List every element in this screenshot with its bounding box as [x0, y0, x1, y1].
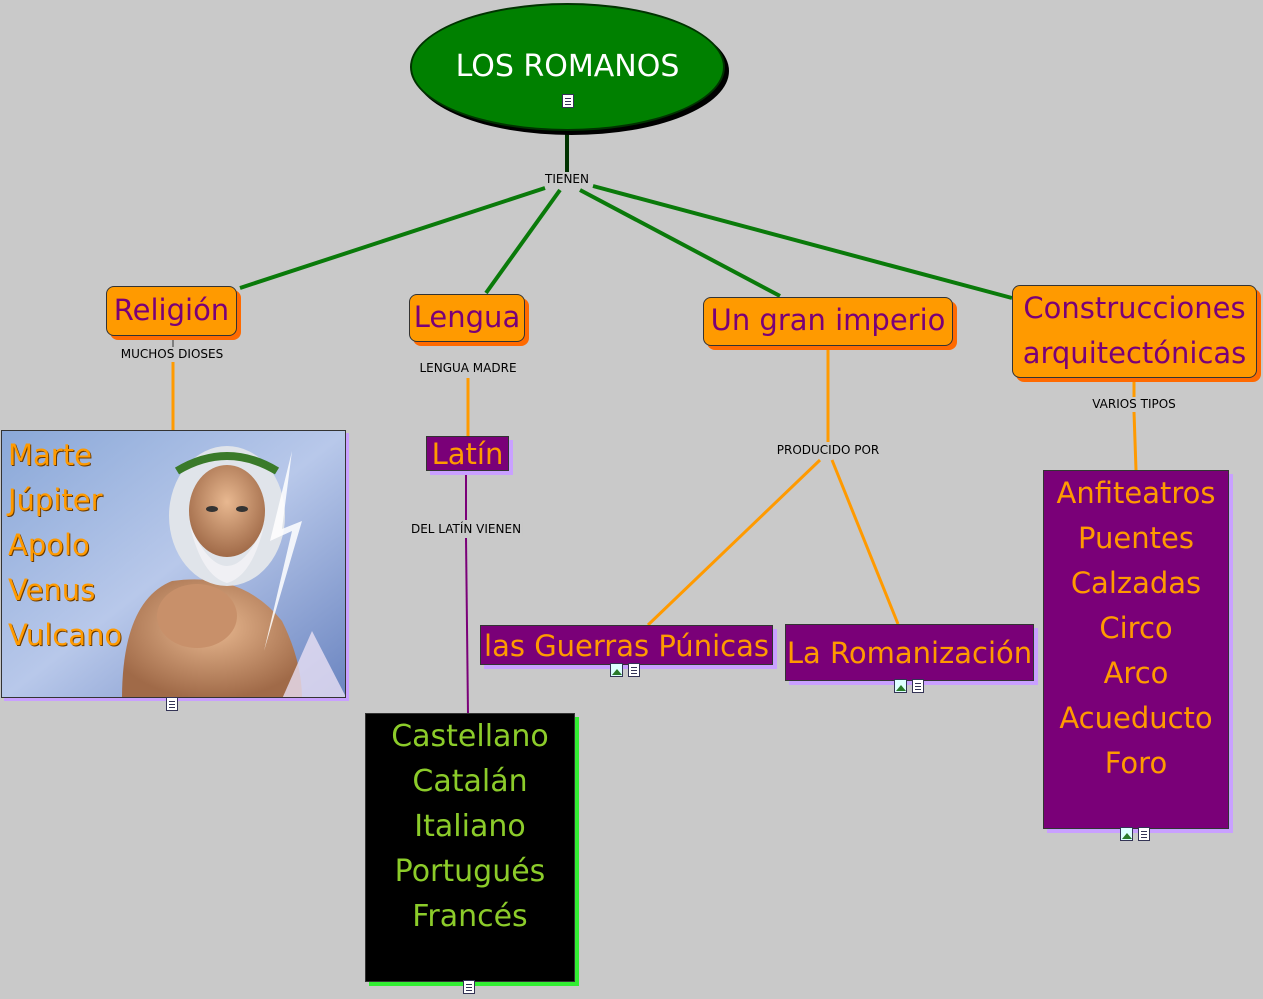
idioma-item: Castellano — [391, 719, 549, 754]
dios-item: Apolo — [8, 528, 90, 562]
dioses-list: Marte Júpiter Apolo Venus Vulcano — [8, 433, 122, 658]
dios-item: Vulcano — [8, 618, 123, 652]
concept-latin[interactable]: Latín — [426, 436, 509, 471]
tipos-node[interactable]: Anfiteatros Puentes Calzadas Circo Arco … — [1043, 470, 1229, 829]
tipo-item: Foro — [1104, 746, 1168, 780]
doc-icon[interactable] — [463, 980, 475, 994]
dios-item: Marte — [8, 438, 92, 472]
religion-image-node[interactable]: Marte Júpiter Apolo Venus Vulcano — [1, 430, 346, 698]
concept-un-gran-imperio[interactable]: Un gran imperio — [703, 297, 953, 346]
root-title: LOS ROMANOS — [455, 49, 680, 84]
tipo-item: Circo — [1099, 611, 1173, 645]
concept-construcciones-line-1: Construcciones — [1023, 291, 1246, 325]
idioma-item: Italiano — [414, 809, 526, 844]
concept-lengua[interactable]: Lengua — [409, 294, 525, 342]
image-icon[interactable] — [1120, 827, 1133, 841]
concept-la-romanizacion[interactable]: La Romanización — [785, 624, 1034, 681]
doc-icon[interactable] — [166, 697, 178, 711]
link-label-del-latin-vienen: DEL LATÍN VIENEN — [408, 522, 524, 536]
tipo-item: Anfiteatros — [1056, 476, 1216, 510]
concept-guerras-punicas[interactable]: las Guerras Púnicas — [480, 625, 773, 665]
doc-icon[interactable] — [562, 94, 574, 108]
image-icon[interactable] — [894, 679, 907, 693]
concept-construcciones-line-2: arquitectónicas — [1022, 336, 1247, 370]
idioma-item: Catalán — [412, 764, 528, 799]
concept-construcciones[interactable]: Construcciones arquitectónicas — [1012, 285, 1257, 378]
dios-item: Venus — [8, 573, 96, 607]
idioma-item: Portugués — [394, 854, 546, 889]
tipo-item: Arco — [1103, 656, 1169, 690]
idioma-item: Francés — [412, 899, 528, 934]
doc-icon[interactable] — [628, 663, 640, 677]
dios-item: Júpiter — [8, 483, 103, 517]
doc-icon[interactable] — [912, 679, 924, 693]
image-icon[interactable] — [610, 663, 623, 677]
tipo-item: Puentes — [1078, 521, 1194, 555]
link-label-lengua-madre: LENGUA MADRE — [417, 361, 519, 375]
doc-icon[interactable] — [1138, 827, 1150, 841]
concept-religion[interactable]: Religión — [106, 286, 237, 336]
link-label-muchos-dioses: MUCHOS DIOSES — [118, 347, 226, 361]
idiomas-node[interactable]: Castellano Catalán Italiano Portugués Fr… — [365, 713, 575, 982]
link-label-tienen: TIENEN — [543, 172, 591, 186]
link-label-varios-tipos: VARIOS TIPOS — [1090, 397, 1178, 411]
tipo-item: Acueducto — [1059, 701, 1213, 735]
root-concept-los-romanos[interactable]: LOS ROMANOS — [410, 3, 725, 131]
tipo-item: Calzadas — [1070, 566, 1202, 600]
link-label-producido-por: PRODUCIDO POR — [774, 443, 882, 457]
zeus-illustration — [2, 431, 345, 697]
